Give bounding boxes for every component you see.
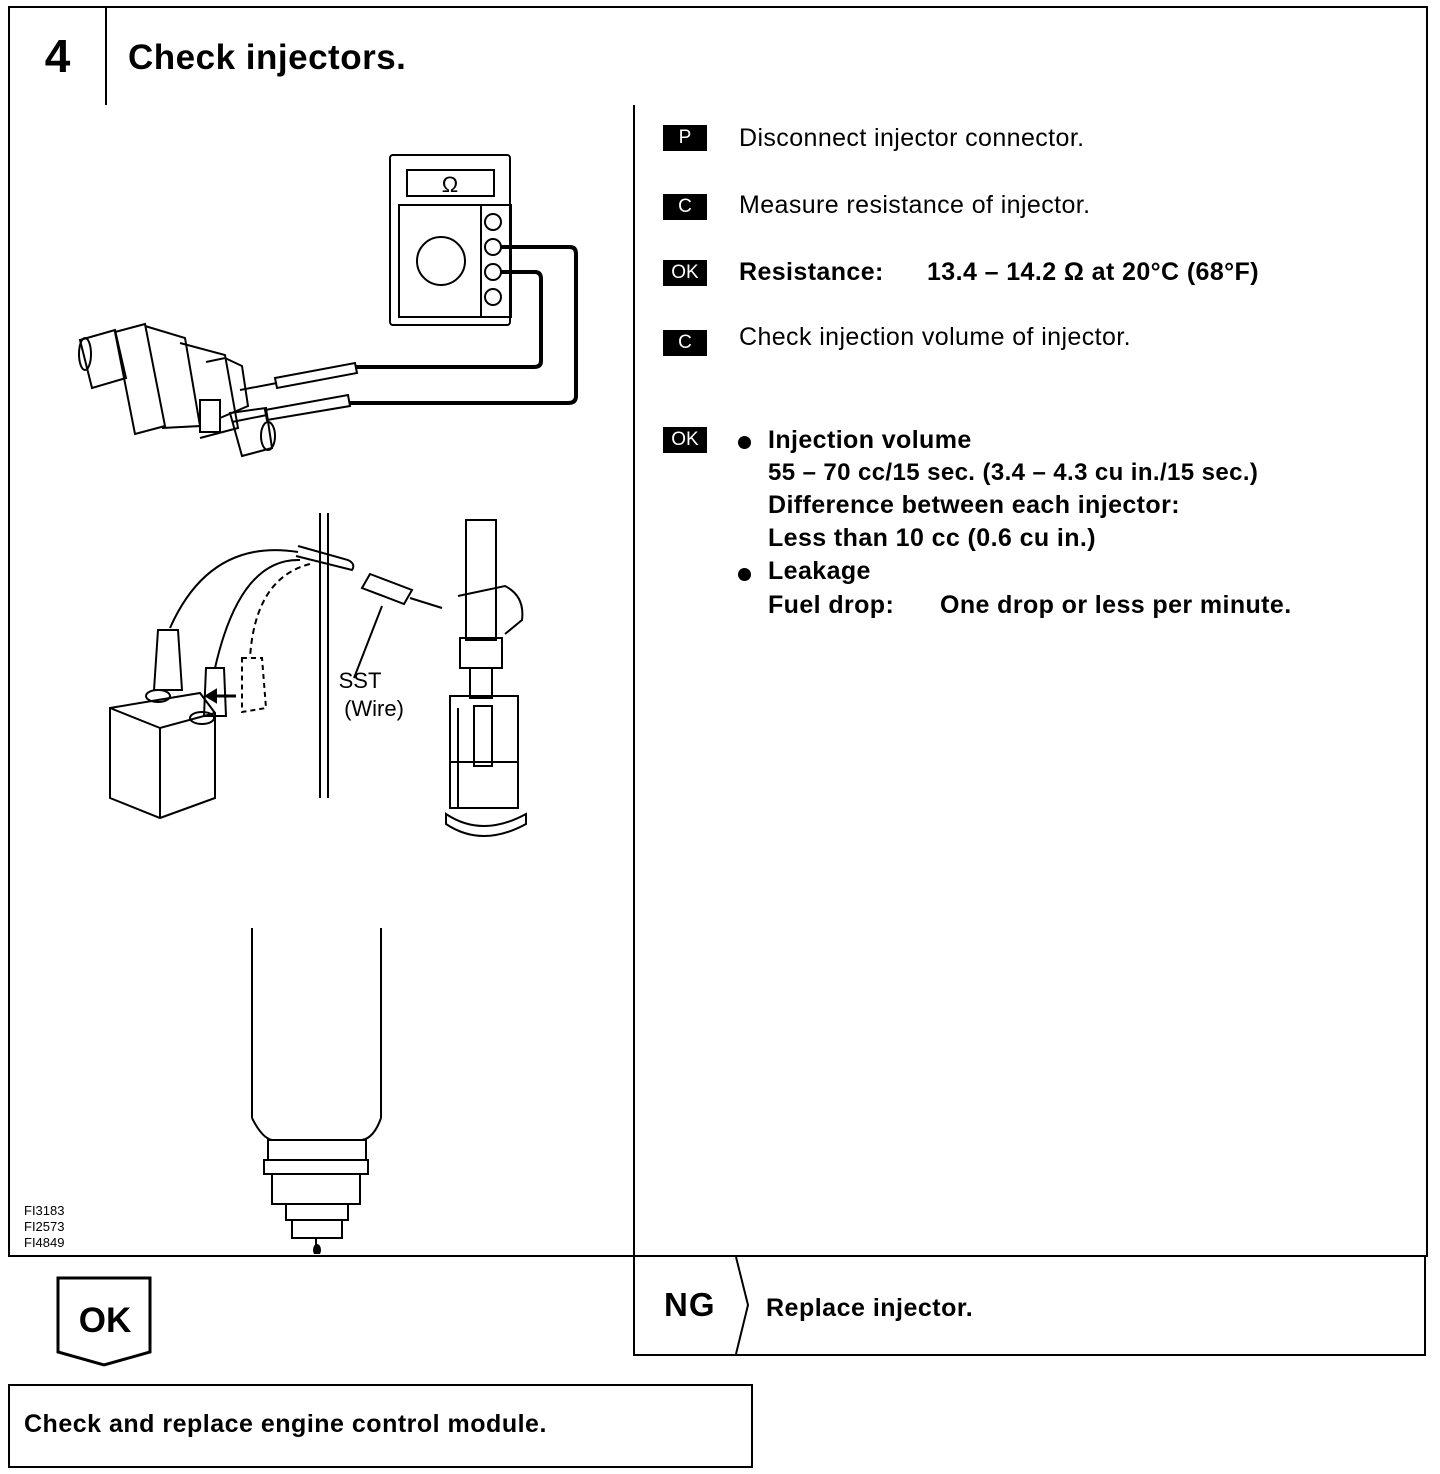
badge-check: C xyxy=(663,194,707,220)
sst-label: SST xyxy=(339,668,382,693)
fuel-drop-icon xyxy=(313,1244,321,1254)
injector-nozzle-icon xyxy=(251,928,382,1248)
ng-result-box xyxy=(633,1255,1426,1356)
leakage-title: Leakage xyxy=(768,557,871,585)
difference-label: Difference between each injector: xyxy=(768,491,1180,519)
instruction-text: Check injection volume of injector. xyxy=(739,323,1131,351)
ng-arrow-divider xyxy=(735,1257,750,1354)
resistance-value: 13.4 – 14.2 Ω at 20°C (68°F) xyxy=(927,258,1259,286)
figure-id: FI4849 xyxy=(24,1235,65,1250)
sst-wire-icon xyxy=(152,513,443,798)
step-title: Check injectors. xyxy=(128,38,407,77)
bullet-icon xyxy=(738,436,751,449)
injector-illustration: Ω SST (Wire) xyxy=(78,154,578,1254)
ok-result-arrow xyxy=(56,1276,152,1367)
sst-sublabel: (Wire) xyxy=(344,696,404,721)
ok-label: OK xyxy=(78,1301,132,1340)
instruction-text: Disconnect injector connector. xyxy=(739,124,1085,152)
step-header xyxy=(8,6,1428,107)
badge-ok: OK xyxy=(663,260,707,286)
fuel-drop-value: One drop or less per minute. xyxy=(940,591,1292,619)
injector-icon xyxy=(78,322,276,458)
next-action-box xyxy=(8,1384,753,1468)
ng-label: NG xyxy=(664,1286,716,1323)
ohmmeter-icon xyxy=(389,154,512,326)
badge-check: C xyxy=(663,330,707,356)
column-divider xyxy=(633,105,635,1355)
figure-id: FI3183 xyxy=(24,1203,65,1218)
fuel-drop-label: Fuel drop: xyxy=(768,591,895,619)
ng-action: Replace injector. xyxy=(766,1294,974,1322)
badge-ok: OK xyxy=(663,427,707,453)
resistance-label: Resistance: xyxy=(739,258,884,286)
step-number: 4 xyxy=(44,30,71,82)
instruction-text: Measure resistance of injector. xyxy=(739,191,1091,219)
difference-value: Less than 10 cc (0.6 cu in.) xyxy=(768,524,1096,552)
badge-procedure: P xyxy=(663,125,707,151)
figure-id: FI2573 xyxy=(24,1219,65,1234)
injector-on-cylinder-icon xyxy=(445,519,527,837)
step-body xyxy=(8,105,1428,1257)
ohm-symbol: Ω xyxy=(442,172,458,197)
bullet-icon xyxy=(738,568,751,581)
injection-volume-title: Injection volume xyxy=(768,426,972,454)
injection-volume-value: 55 – 70 cc/15 sec. (3.4 – 4.3 cu in./15 … xyxy=(768,459,1259,486)
next-action-text: Check and replace engine control module. xyxy=(24,1410,547,1438)
battery-icon xyxy=(109,689,216,820)
step-number-box xyxy=(8,6,107,107)
